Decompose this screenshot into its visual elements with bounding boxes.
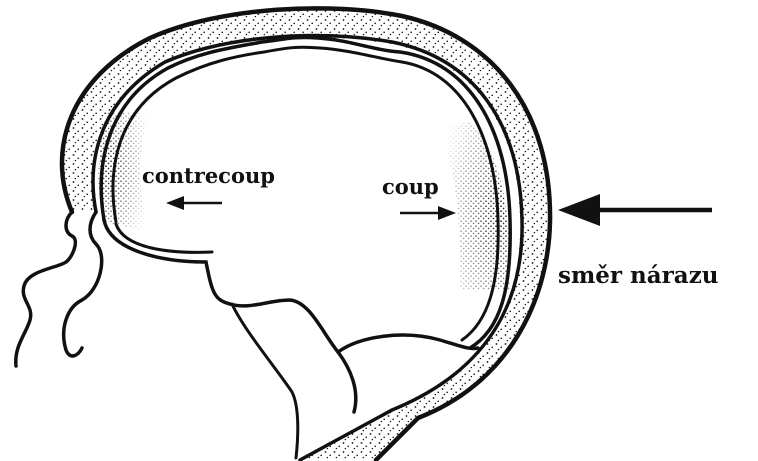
contrecoup-label: contrecoup [142,163,275,188]
impact-direction-label: směr nárazu [558,262,718,289]
coup-label: coup [382,174,439,199]
